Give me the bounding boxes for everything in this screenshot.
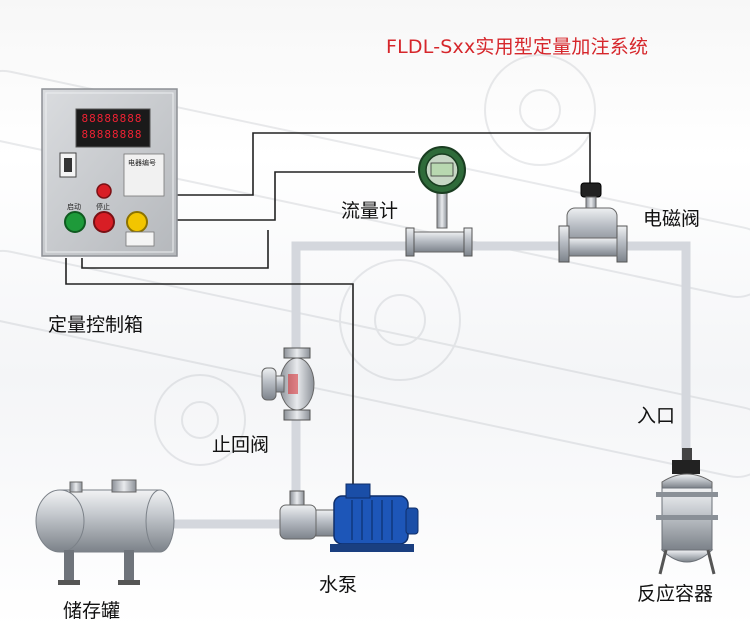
label-pump: 水泵 xyxy=(319,574,358,596)
pipe-network xyxy=(150,241,691,529)
wire-loop xyxy=(81,230,269,269)
wire-to-flowmeter xyxy=(177,171,415,221)
display-readout-bottom: 88888888 xyxy=(81,128,143,141)
label-inlet: 入口 xyxy=(637,405,676,427)
reactor-vessel xyxy=(656,448,718,575)
label-reactor: 反应容器 xyxy=(637,583,714,605)
stop-button[interactable] xyxy=(93,211,115,233)
flowmeter-screen xyxy=(430,162,454,177)
solenoid-valve xyxy=(558,182,628,263)
start-button[interactable] xyxy=(64,211,86,233)
info-plate xyxy=(123,153,165,197)
diagram-title: FLDL-Sxx实用型定量加注系统 xyxy=(386,36,649,58)
top-indicator xyxy=(96,183,112,199)
label-storage-tank: 储存罐 xyxy=(63,600,121,622)
aux-button[interactable] xyxy=(126,211,148,233)
wire-to-solenoid xyxy=(177,132,591,196)
display-panel xyxy=(75,108,151,148)
storage-tank xyxy=(35,479,175,585)
label-check-valve: 止回阀 xyxy=(212,434,270,456)
wire-to-pump xyxy=(65,258,354,490)
pipe-valve-to-reactor xyxy=(623,241,691,460)
label-solenoid-valve: 电磁阀 xyxy=(643,208,701,230)
start-button-label: 启动 xyxy=(67,203,81,211)
display-readout-top: 88888888 xyxy=(81,112,143,125)
check-valve xyxy=(261,347,315,421)
label-control-box: 定量控制箱 xyxy=(48,314,144,336)
control-box xyxy=(41,88,178,257)
control-wires xyxy=(65,132,591,490)
water-pump xyxy=(279,483,419,552)
info-plate-text: 电器编号 xyxy=(128,159,156,167)
stop-button-label: 停止 xyxy=(96,203,110,211)
flowmeter xyxy=(405,146,473,257)
label-flowmeter: 流量计 xyxy=(341,200,399,222)
